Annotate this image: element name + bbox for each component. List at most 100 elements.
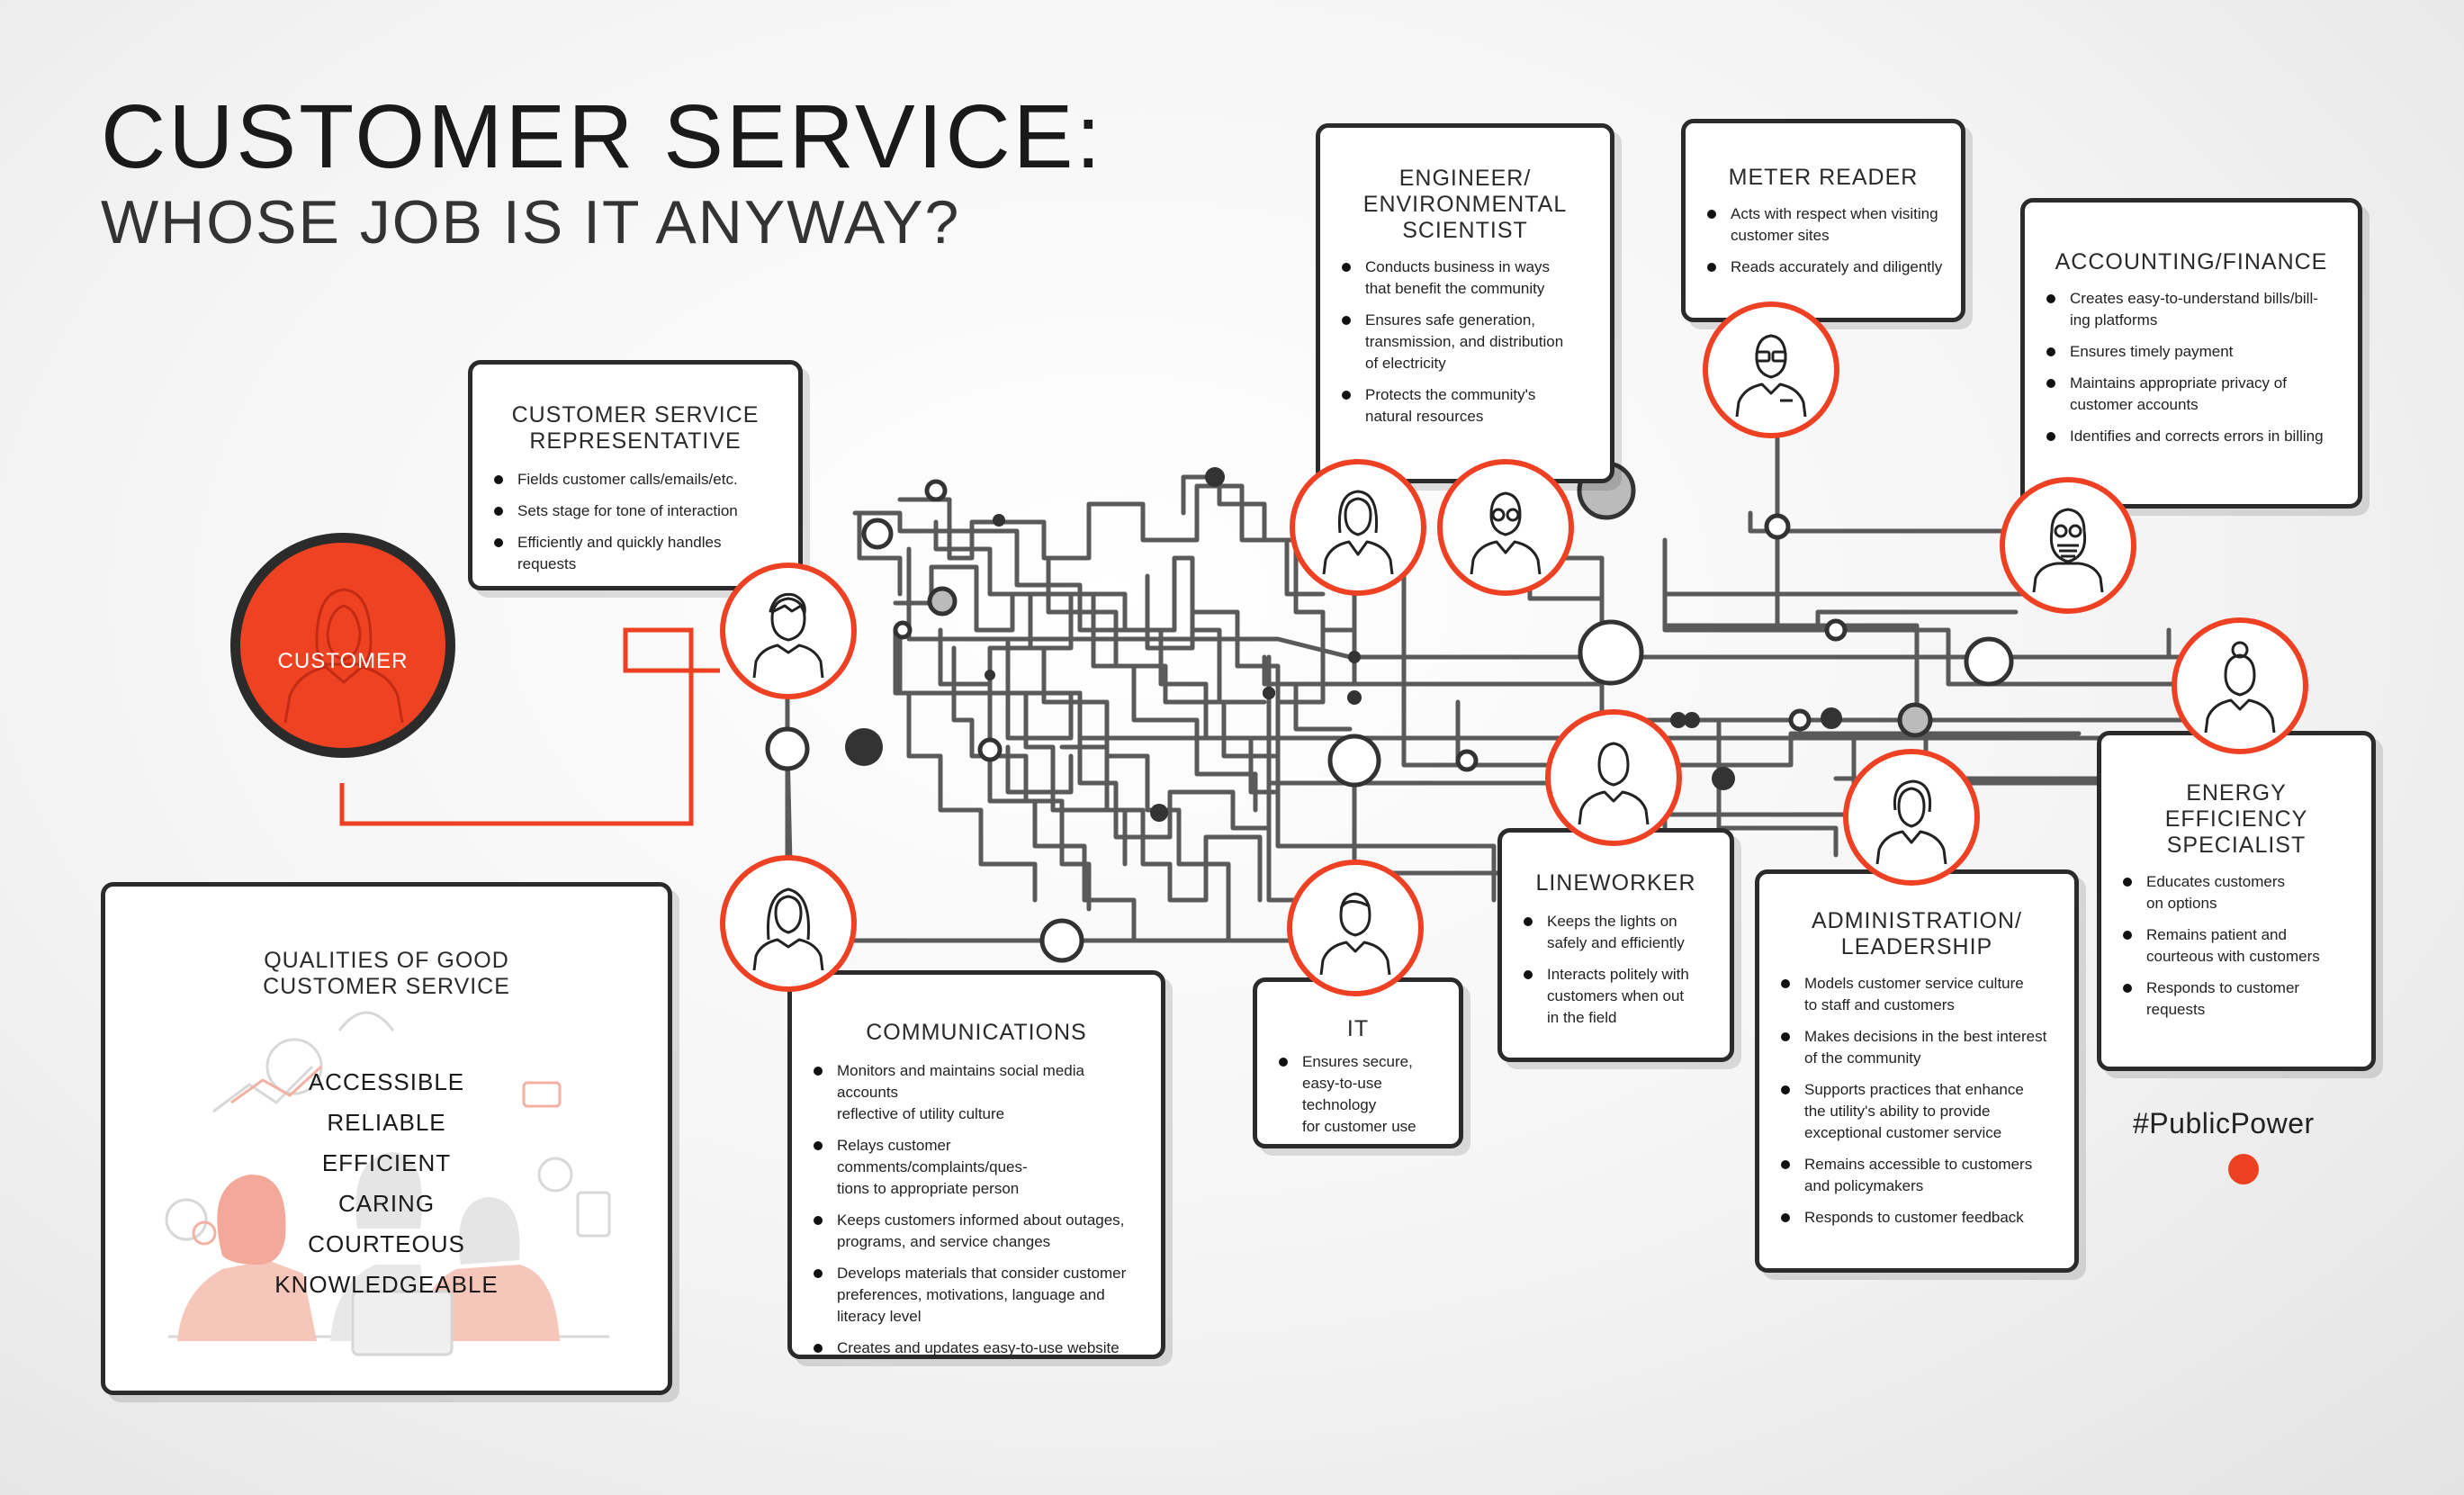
person-icon	[1735, 334, 1807, 417]
connector-line	[1181, 474, 1326, 651]
card-bullet: Keeps customers informed about outages, …	[808, 1210, 1145, 1253]
network-node	[1897, 702, 1933, 738]
network-node	[1788, 708, 1812, 732]
connector-line	[1455, 699, 2082, 768]
network-node	[845, 728, 883, 766]
quality-item: RELIABLE	[327, 1109, 446, 1136]
card-energy-efficiency-specialist: ENERGY EFFICIENCY SPECIALIST Educates cu…	[2097, 731, 2376, 1071]
card-title: CUSTOMER SERVICE REPRESENTATIVE	[511, 402, 760, 454]
quality-item: CARING	[337, 1190, 436, 1217]
card-communications: COMMUNICATIONS Monitors and maintains so…	[787, 970, 1165, 1359]
connector-line	[1266, 681, 1353, 732]
connector-line	[951, 645, 1092, 912]
connector-line	[1145, 573, 1357, 705]
card-administration-leadership: ADMINISTRATION/ LEADERSHIP Models custom…	[1755, 869, 2079, 1273]
network-node	[924, 479, 948, 502]
card-title: ADMINISTRATION/ LEADERSHIP	[1812, 908, 2022, 959]
card-engineer-environmental-scientist: ENGINEER/ ENVIRONMENTAL SCIENTIST Conduc…	[1316, 123, 1614, 483]
person-icon	[2204, 641, 2276, 733]
person-icon	[1578, 742, 1650, 824]
network-node	[1348, 651, 1361, 663]
card-bullet: Remains patient and courteous with custo…	[2118, 924, 2355, 968]
network-node	[1670, 712, 1686, 728]
network-node	[1712, 767, 1735, 790]
connector-line	[852, 510, 1281, 795]
person-icon	[1875, 779, 1947, 864]
network-node	[1039, 918, 1084, 963]
qualities-panel: QUALITIES OF GOOD CUSTOMER SERVICE ACCES…	[101, 882, 672, 1395]
connector-line	[1788, 735, 2104, 786]
card-bullet: Sets stage for tone of interaction	[489, 500, 782, 522]
avatar-communications	[720, 855, 857, 992]
connector-line	[1005, 744, 1074, 795]
network-node	[1964, 636, 2014, 687]
card-bullet: Protects the community's natural resourc…	[1336, 384, 1594, 428]
connector-line	[1662, 591, 2185, 687]
customer-person-icon	[283, 588, 404, 723]
avatar-customer-service-representative	[720, 563, 857, 699]
network-node	[1327, 734, 1381, 788]
card-bullet: Conducts business in ways that benefit t…	[1336, 257, 1594, 300]
card-lineworker: LINEWORKER Keeps the lights on safely an…	[1497, 828, 1734, 1062]
quality-item: COURTEOUS	[308, 1230, 465, 1257]
card-bullet: Fields customer calls/emails/etc.	[489, 469, 782, 491]
card-bullet: Acts with respect when visiting customer…	[1702, 203, 1945, 247]
quality-item: EFFICIENT	[321, 1149, 452, 1176]
card-bullet: Relays customer comments/complaints/ques…	[808, 1135, 1145, 1200]
network-node	[1764, 513, 1791, 540]
person-icon	[752, 887, 824, 970]
connector-line	[857, 510, 903, 597]
connector-line	[1046, 555, 1281, 759]
connector-line	[893, 627, 939, 696]
card-title: ACCOUNTING/FINANCE	[2055, 249, 2328, 275]
qualities-list: ACCESSIBLE RELIABLE EFFICIENT CARING COU…	[105, 1062, 668, 1305]
qualities-illustration	[165, 1011, 611, 1356]
person-icon	[752, 592, 824, 678]
page-title: CUSTOMER SERVICE:	[101, 86, 1104, 187]
card-bullet: Interacts politely with customers when o…	[1518, 964, 1713, 1029]
card-bullet: Responds to customer requests	[2118, 977, 2355, 1021]
network-node	[1455, 749, 1479, 772]
card-bullet: Creates and updates easy-to-use website	[808, 1337, 1145, 1359]
connector-line	[1077, 690, 1272, 840]
card-meter-reader: METER READER Acts with respect when visi…	[1681, 119, 1965, 322]
card-title: LINEWORKER	[1535, 870, 1696, 896]
page-subtitle: WHOSE JOB IS IT ANYWAY?	[101, 188, 961, 257]
card-bullet: Responds to customer feedback	[1776, 1207, 2058, 1229]
card-bullet: Ensures safe generation, transmission, a…	[1336, 310, 1594, 374]
network-node	[1347, 690, 1362, 705]
avatar-engineer	[1290, 459, 1426, 596]
card-it: IT Ensures secure, easy-to-use technolog…	[1253, 977, 1463, 1148]
hashtag-label: #PublicPower	[2133, 1107, 2315, 1139]
person-icon	[2032, 508, 2104, 592]
card-bullet: Reads accurately and diligently	[1702, 257, 1945, 278]
connector-line	[1662, 537, 2028, 597]
connector-line	[1775, 420, 2019, 633]
network-node	[993, 514, 1005, 527]
card-bullet: Supports practices that enhance the util…	[1776, 1079, 2058, 1144]
qualities-title: QUALITIES OF GOOD CUSTOMER SERVICE	[263, 948, 510, 999]
connector-line	[1748, 510, 2014, 534]
card-bullet: Creates easy-to-understand bills/bill- i…	[2041, 288, 2342, 331]
card-bullet: Keeps the lights on safely and efficient…	[1518, 911, 1713, 954]
card-bullet: Efficiently and quickly handles requests	[489, 532, 782, 575]
card-title: ENGINEER/ ENVIRONMENTAL SCIENTIST	[1362, 166, 1568, 243]
card-title: ENERGY EFFICIENCY SPECIALIST	[2164, 780, 2308, 858]
person-icon	[1319, 892, 1391, 975]
avatar-energy-efficiency	[2172, 617, 2308, 754]
customer-label: CUSTOMER	[277, 649, 409, 673]
accent-dot	[2228, 1154, 2259, 1184]
avatar-accounting	[2000, 477, 2136, 614]
card-bullet: Ensures secure, easy-to-use technology f…	[1273, 1051, 1443, 1138]
connector-line	[1662, 623, 1920, 723]
card-title: METER READER	[1728, 165, 1919, 190]
person-icon	[1322, 490, 1394, 574]
quality-item: KNOWLEDGEABLE	[274, 1271, 499, 1298]
card-customer-service-representative: CUSTOMER SERVICE REPRESENTATIVE Fields c…	[468, 360, 803, 590]
customer-connector	[339, 627, 720, 826]
connector-line	[897, 483, 1326, 597]
network-node	[1824, 618, 1848, 642]
network-node	[1150, 804, 1168, 822]
connector-line	[933, 519, 1258, 813]
card-bullet: Maintains appropriate privacy of custome…	[2041, 373, 2342, 416]
